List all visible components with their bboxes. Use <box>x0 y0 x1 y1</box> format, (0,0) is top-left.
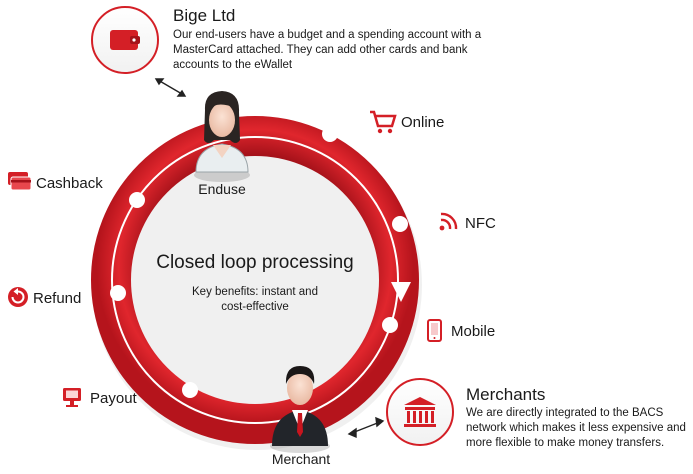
ring-dot-cashback <box>129 192 145 208</box>
mobile-phone-icon <box>427 319 442 342</box>
refund-icon <box>8 287 28 307</box>
enduser-label: Enduse <box>198 181 246 197</box>
merchants-title: Merchants <box>466 385 546 404</box>
merchants-description: We are directly integrated to the BACS n… <box>466 407 686 449</box>
company-badge <box>91 6 159 74</box>
enduser-avatar-icon <box>194 91 250 182</box>
company-description: Our end-users have a budget and a spendi… <box>173 29 482 71</box>
center-subtitle: Key benefits: instant and cost-effective <box>192 286 318 313</box>
shopping-cart-icon <box>370 110 397 134</box>
channel-nfc-label: NFC <box>465 215 496 232</box>
flow-arrow-icon <box>391 282 411 302</box>
channel-refund-label: Refund <box>33 290 82 307</box>
ring-dot-nfc <box>392 216 408 232</box>
double-arrow-icon <box>347 416 385 439</box>
double-arrow-icon <box>154 78 187 97</box>
monitor-icon <box>63 388 81 407</box>
company-title: Bige Ltd <box>173 6 236 25</box>
ring-dot-online <box>322 126 338 142</box>
ring-dot-refund <box>110 285 126 301</box>
channel-mobile-label: Mobile <box>451 323 496 340</box>
ring-dots <box>110 126 408 398</box>
bank-icon <box>404 397 436 427</box>
wallet-icon <box>110 30 140 50</box>
ring-dot-mobile <box>382 317 398 333</box>
ring-dot-payout <box>182 382 198 398</box>
merchant-avatar-icon <box>270 366 330 453</box>
cards-icon <box>8 172 32 191</box>
merchants-badge <box>386 378 454 446</box>
nfc-signal-icon <box>438 212 458 233</box>
channel-online-label: Online <box>401 114 445 131</box>
center-title: Closed loop processing <box>156 252 354 273</box>
channel-cashback-label: Cashback <box>36 175 103 192</box>
channel-payout-label: Payout <box>90 390 137 407</box>
loop-track <box>111 136 399 424</box>
merchant-label: Merchant <box>271 451 331 467</box>
